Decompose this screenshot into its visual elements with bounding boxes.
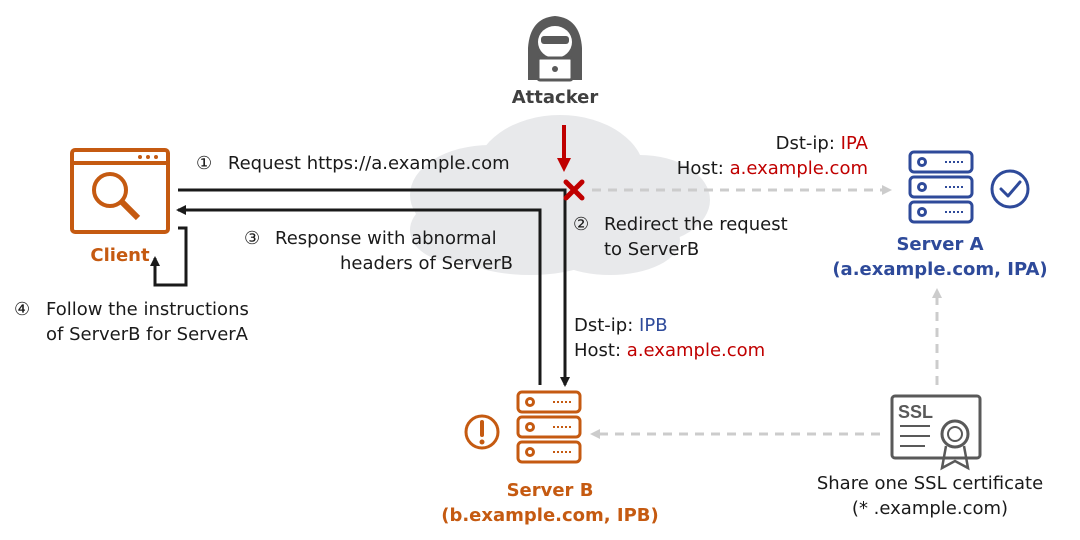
server-a-icon [908,150,974,224]
step-1-text: Request https://a.example.com [227,153,510,174]
server-b-dst-value: IPB [639,315,668,336]
server-b-host: Host: a.example.com [574,339,765,363]
blocked-x-icon [563,179,585,201]
server-b-detail: (b.example.com, IPB) [441,505,659,526]
step-1-number: ① [196,153,213,174]
client-label: Client [90,245,150,266]
server-b-name: Server B [506,480,594,501]
step-4-line2: of ServerB for ServerA [46,324,248,345]
step-3-line2: headers of ServerB [340,253,513,274]
step-3-number: ③ [244,228,261,249]
step-4-line1: Follow the instructions [46,299,249,320]
step-3-line1: Response with abnormal [275,228,497,249]
step-2-line1: Redirect the request [604,214,788,235]
server-a-detail: (a.example.com, IPA) [832,259,1048,280]
server-a-host-value: a.example.com [729,158,868,179]
step-4-number: ④ [14,299,31,320]
server-b-host-value: a.example.com [626,340,766,361]
server-b-dst-label: Dst-ip: [574,315,634,336]
server-b-host-label: Host: [574,340,622,361]
request-arrow [178,188,570,387]
response-arrow [176,205,542,385]
step-2-number: ② [573,214,590,235]
ssl-icon-text: SSL [898,402,933,422]
client-browser-icon [70,148,170,234]
step-2-line2: to ServerB [604,239,700,260]
server-a-name: Server A [896,234,984,255]
follow-arrow [150,226,188,287]
server-b-dst-ip: Dst-ip: IPB [574,314,668,338]
server-a-host-label: Host: [676,158,724,179]
cloud-shape [410,115,710,275]
server-a-dst-value: IPA [840,133,868,154]
server-a-host: Host: a.example.com [677,157,868,181]
step-1-label: ① Request https://a.example.com [196,152,510,176]
server-a-dst-label: Dst-ip: [775,133,835,154]
hacker-icon [528,16,582,82]
check-circle-icon [990,169,1030,209]
server-a-dst-ip: Dst-ip: IPA [776,132,868,156]
server-b-icon [516,390,582,464]
client-window-dots [138,155,158,159]
ssl-caption-line2: (* .example.com) [851,498,1009,519]
ssl-certificate-icon [890,394,982,471]
ssl-caption-line1: Share one SSL certificate [816,473,1044,494]
warning-exclamation-icon [464,414,500,450]
attacker-label: Attacker [511,87,599,108]
